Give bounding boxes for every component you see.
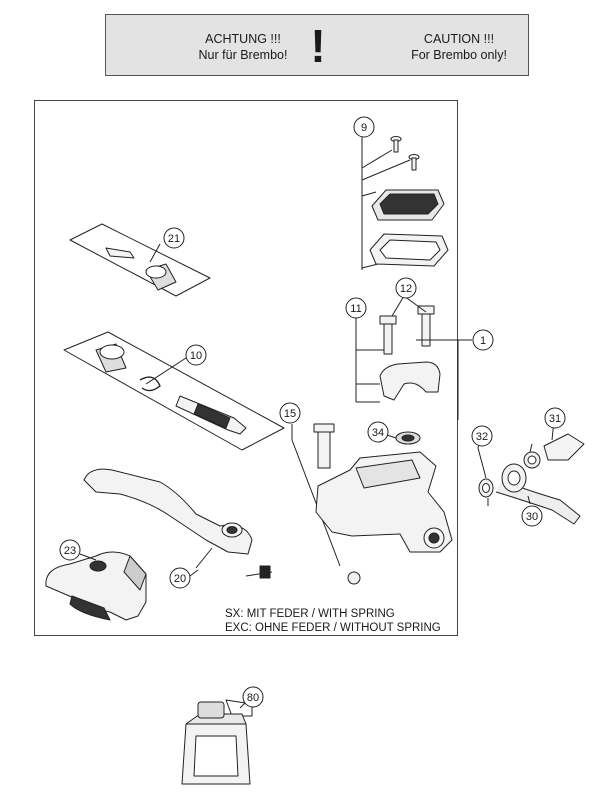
callout-34: 34: [367, 421, 389, 443]
part-1-master-cylinder: [291, 339, 459, 585]
callout-11: 11: [345, 297, 367, 319]
callout-20: 20: [169, 567, 191, 589]
svg-text:21: 21: [168, 233, 180, 245]
callout-12: 12: [395, 277, 417, 299]
part-30-brake-line: [477, 433, 585, 525]
svg-text:10: 10: [190, 350, 202, 362]
part-10-piston-kit: [63, 331, 285, 451]
part-11-clamp: [355, 305, 441, 403]
part-23-lever-guard: [45, 551, 147, 621]
caution-german-title: ACHTUNG !!!: [205, 32, 281, 46]
callout-31: 31: [544, 407, 566, 429]
callout-15: 15: [279, 402, 301, 424]
caution-english-title: CAUTION !!!: [423, 32, 495, 46]
spring-note-sx: SX: MIT FEDER / WITH SPRING: [225, 608, 395, 620]
spring-note: SX: MIT FEDER / WITH SPRING EXC: OHNE FE…: [225, 607, 441, 635]
caution-english-text: For Brembo only!: [411, 48, 507, 62]
callout-1: 1: [472, 329, 494, 351]
svg-text:9: 9: [361, 122, 367, 134]
caution-german: ACHTUNG !!! Nur für Brembo!: [168, 31, 318, 63]
callout-10: 10: [185, 344, 207, 366]
callout-23: 23: [59, 539, 81, 561]
exclamation-icon: !: [310, 20, 326, 72]
svg-text:20: 20: [174, 573, 186, 585]
brake-lever: [83, 468, 273, 579]
svg-text:12: 12: [400, 283, 412, 295]
caution-german-text: Nur für Brembo!: [198, 48, 288, 62]
svg-text:34: 34: [372, 427, 384, 439]
callout-32: 32: [471, 425, 493, 447]
svg-text:80: 80: [247, 692, 259, 704]
spring-note-exc: EXC: OHNE FEDER / WITHOUT SPRING: [225, 622, 441, 634]
part-80-brake-fluid: [181, 699, 253, 785]
svg-text:31: 31: [549, 413, 561, 425]
caution-english: CAUTION !!! For Brembo only!: [384, 31, 534, 63]
callout-30: 30: [521, 505, 543, 527]
svg-text:30: 30: [526, 511, 538, 523]
callout-21: 21: [163, 227, 185, 249]
svg-text:1: 1: [480, 335, 486, 347]
callout-9: 9: [353, 116, 375, 138]
callout-80: 80: [242, 686, 264, 708]
caution-banner: ACHTUNG !!! Nur für Brembo! ! CAUTION !!…: [105, 14, 529, 76]
svg-text:15: 15: [284, 408, 296, 420]
part-21-repair-kit: [69, 223, 211, 297]
part-9-reservoir-cover: [361, 136, 449, 270]
svg-text:11: 11: [350, 303, 361, 315]
svg-text:32: 32: [476, 431, 488, 443]
svg-text:23: 23: [64, 545, 76, 557]
